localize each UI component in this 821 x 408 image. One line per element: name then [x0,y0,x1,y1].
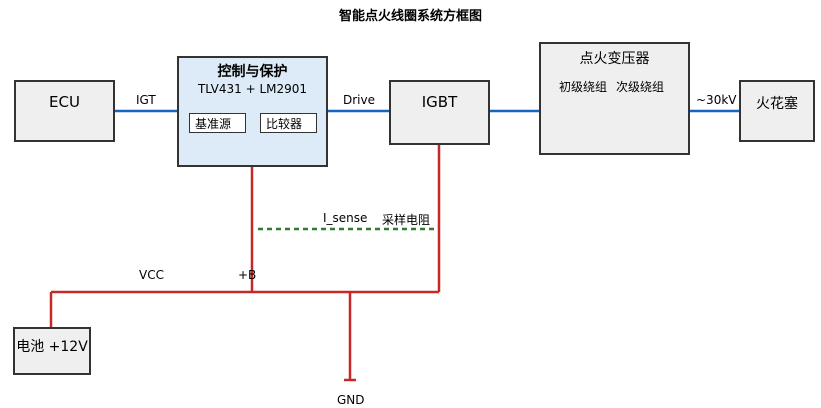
ignition-transformer-block: 点火变压器 初级绕组 次级绕组 [539,42,690,155]
igbt-label: IGBT [421,93,458,111]
battery-label: 电池 +12V [16,339,88,355]
reference-source-label: 基准源 [195,117,232,131]
ecu-label: ECU [49,93,80,111]
ground-label: GND [337,393,365,407]
ecu-block: ECU [14,80,115,142]
comparator-label: 比较器 [266,117,303,131]
primary-winding-label: 初级绕组 [559,80,608,94]
vcc-label: VCC [139,268,164,282]
drive-signal-label: Drive [343,93,375,107]
secondary-winding-label: 次级绕组 [616,80,665,94]
current-sense-label: I_sense [323,211,368,225]
diagram-title: 智能点火线圈系统方框图 [338,9,482,24]
comparator-box: 比较器 [260,113,317,133]
control-subtitle: TLV431 + LM2901 [197,82,308,96]
spark-plug-block: 火花塞 [739,80,815,142]
battery-plus-label: +B [238,268,257,282]
control-title: 控制与保护 [217,64,288,80]
battery-block: 电池 +12V [13,327,91,375]
shunt-resistor-label: 采样电阻 [382,213,431,227]
spark-plug-label: 火花塞 [756,96,798,112]
igbt-block: IGBT [389,80,490,145]
control-protection-block: 控制与保护 TLV431 + LM2901 基准源 比较器 [177,56,328,167]
hv-output-label: ~30kV [696,93,737,107]
igt-signal-label: IGT [136,93,156,107]
transformer-title: 点火变压器 [579,51,650,67]
reference-source-box: 基准源 [189,113,246,133]
